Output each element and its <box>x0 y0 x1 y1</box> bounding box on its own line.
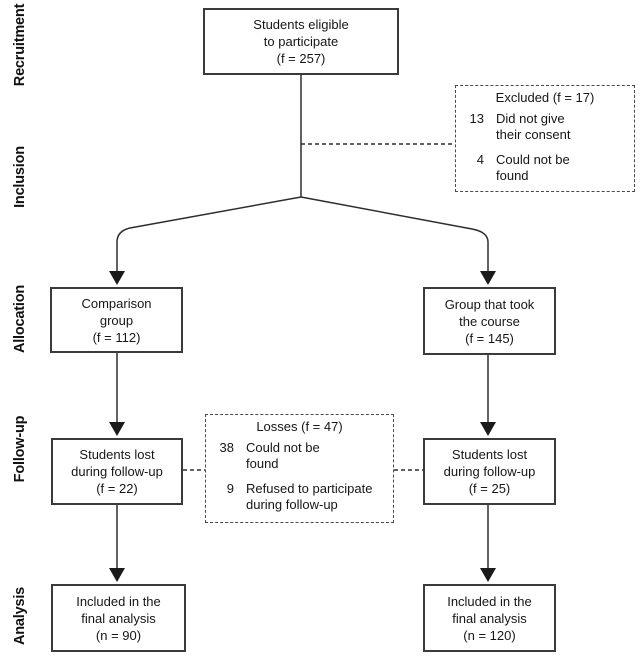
item-count: 9 <box>226 480 234 496</box>
box-lost-right: Students lost during follow-up (f = 25) <box>423 438 556 505</box>
box-line: Students eligible <box>253 17 349 32</box>
excluded-item-consent: 13 Did not give their consent <box>462 111 628 144</box>
box-line: (f = 257) <box>276 51 326 66</box>
box-line: final analysis <box>81 610 156 626</box>
stage-label-allocation: Allocation <box>12 284 28 354</box>
box-line: the course <box>459 313 520 329</box>
losses-item-not-found: 38 Could not be found <box>212 440 387 473</box>
box-line: final analysis <box>452 610 527 626</box>
note-title: Losses (f = 47) <box>256 419 343 434</box>
connector-branch-right <box>300 196 489 271</box>
stage-label-recruitment: Recruitment <box>12 3 28 87</box>
box-line: Included in the <box>447 593 532 609</box>
note-line: Did not give <box>496 110 565 126</box>
arrowhead-comparison <box>109 271 125 285</box>
item-count: 38 <box>219 439 234 455</box>
box-line: during follow-up <box>443 464 536 479</box>
box-line: Comparison <box>81 295 152 311</box>
note-line: during follow-up <box>246 497 338 512</box>
item-count: 13 <box>469 110 484 126</box>
arrowhead-final-left <box>109 568 125 582</box>
box-line: during follow-up <box>71 464 163 479</box>
box-line: to participate <box>263 34 339 49</box>
arrowhead-lost-right <box>480 422 496 436</box>
box-losses: Losses (f = 47) 38 Could not be found 9 … <box>205 414 394 523</box>
note-line: found <box>246 456 279 471</box>
connector-branch-left <box>116 196 302 271</box>
box-eligible: Students eligible to participate (f = 25… <box>203 8 399 75</box>
box-comparison-group: Comparison group (f = 112) <box>50 287 183 353</box>
note-line: Refused to participate <box>246 480 373 496</box>
item-count: 4 <box>476 151 484 167</box>
box-line: (n = 120) <box>463 627 516 643</box>
box-line: Group that took <box>444 296 535 312</box>
box-line: (n = 90) <box>95 627 142 643</box>
note-line: found <box>496 168 529 183</box>
box-line: Included in the <box>76 593 161 609</box>
box-excluded: Excluded (f = 17) 13 Did not give their … <box>455 85 635 192</box>
excluded-item-not-found: 4 Could not be found <box>462 152 628 185</box>
losses-item-refused: 9 Refused to participate during follow-u… <box>212 481 387 514</box>
note-line: Could not be <box>496 151 570 167</box>
box-course-group: Group that took the course (f = 145) <box>423 287 556 355</box>
box-line: Students lost <box>451 447 528 462</box>
box-line: (f = 145) <box>465 330 514 346</box>
box-final-left: Included in the final analysis (n = 90) <box>51 584 186 652</box>
box-line: (f = 22) <box>96 481 138 496</box>
box-lost-left: Students lost during follow-up (f = 22) <box>51 438 183 505</box>
arrowhead-final-right <box>480 568 496 582</box>
box-line: (f = 25) <box>468 481 511 496</box>
note-line: their consent <box>496 127 571 142</box>
box-line: (f = 112) <box>92 329 141 345</box>
box-line: Students lost <box>79 447 155 462</box>
stage-label-analysis: Analysis <box>12 586 28 646</box>
arrowhead-lost-left <box>109 422 125 436</box>
note-line: Could not be <box>246 439 320 455</box>
arrowhead-course <box>480 271 496 285</box>
note-title: Excluded (f = 17) <box>495 90 595 105</box>
box-final-right: Included in the final analysis (n = 120) <box>423 584 556 652</box>
stage-label-inclusion: Inclusion <box>12 146 28 208</box>
stage-label-follow-up: Follow-up <box>12 415 28 483</box>
box-line: group <box>99 312 134 328</box>
